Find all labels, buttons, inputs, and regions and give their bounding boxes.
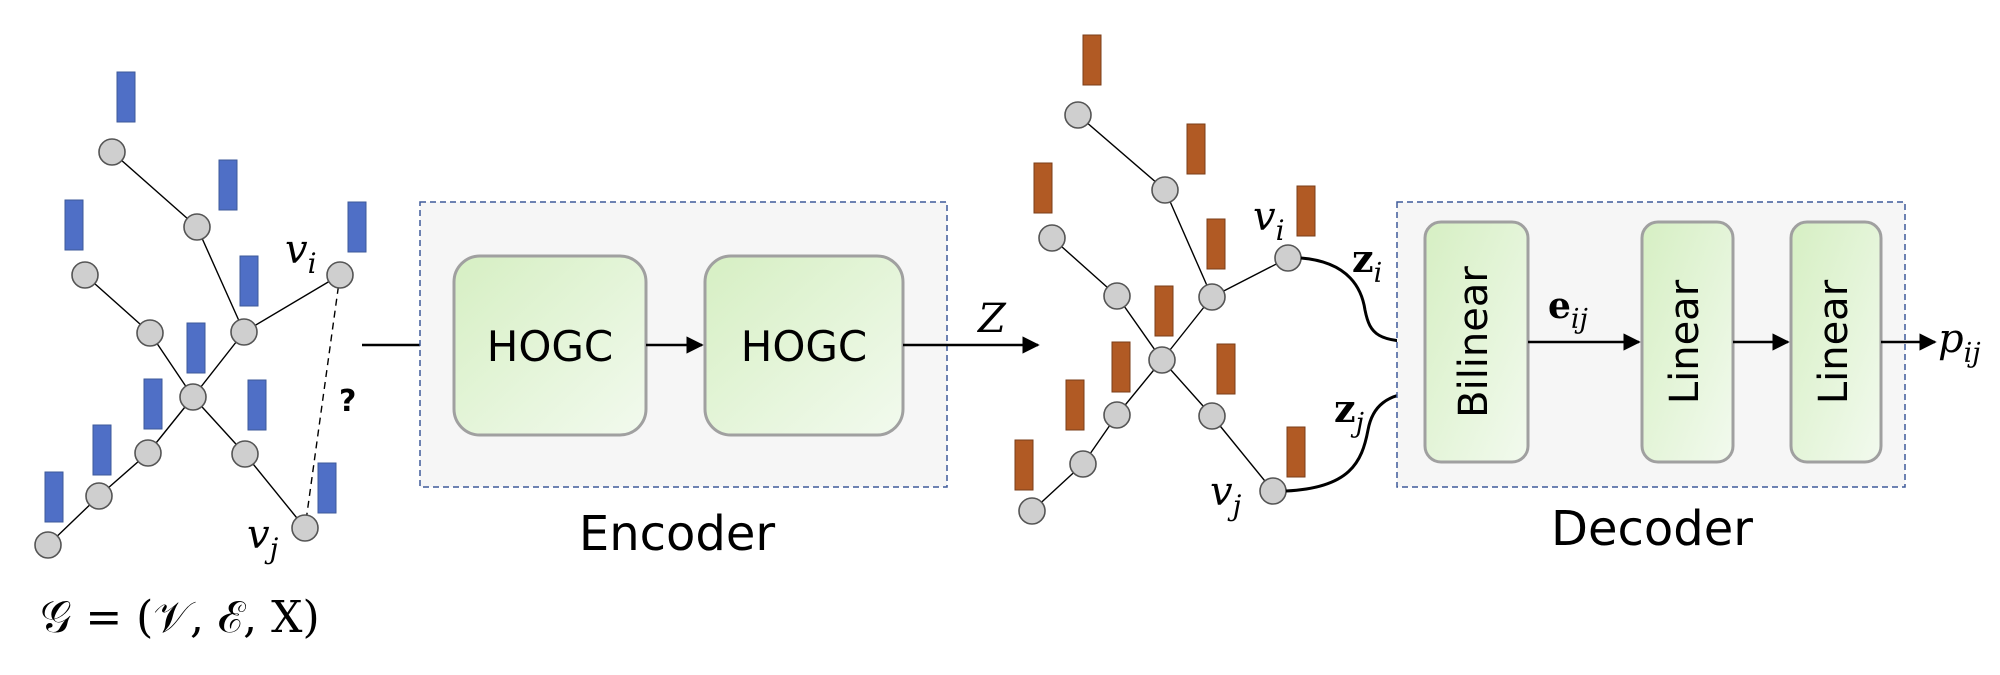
- bilinear-label: Bilinear: [1451, 266, 1497, 418]
- hogc-label-2: HOGC: [741, 322, 868, 371]
- hogc-label-1: HOGC: [487, 322, 614, 371]
- z-j-label: zj: [1334, 386, 1364, 439]
- input-node-j-label: vj: [247, 512, 279, 565]
- embedded-node-v-j: [1259, 477, 1287, 505]
- missing-edge-question-mark: ?: [339, 384, 356, 419]
- embedded-node-i-label: vi: [1253, 194, 1285, 247]
- z-j-curve: [1285, 381, 1428, 493]
- node-v-i: [326, 261, 354, 289]
- encoder-panel: HOGC HOGC Encoder: [419, 201, 948, 562]
- linear-label-1: Linear: [1662, 279, 1708, 404]
- node-v-j: [291, 514, 319, 542]
- embedded-node-j-label: vj: [1210, 469, 1242, 522]
- z-i-label: zi: [1352, 236, 1382, 289]
- embedded-nodes: [1018, 101, 1302, 525]
- embedded-node-v-i: [1274, 244, 1302, 272]
- decoder-title: Decoder: [1551, 501, 1753, 557]
- input-node-i-label: vi: [285, 227, 317, 280]
- graph-formula: 𝒢 = (𝒱, ℰ, X): [40, 592, 320, 643]
- output-label: pij: [1938, 316, 1981, 369]
- input-feature-vectors: [44, 71, 367, 523]
- z-label: Z: [976, 296, 1007, 342]
- output-feature-vectors: [1014, 34, 1316, 491]
- encoder-title: Encoder: [579, 506, 776, 562]
- decoder-panel: Bilinear eij Linear Linear Decoder: [1396, 201, 1906, 557]
- input-nodes: [34, 138, 354, 559]
- embedded-graph: vi vj: [1014, 34, 1316, 525]
- edge-embedding-label: eij: [1548, 285, 1588, 335]
- z-i-curve: [1300, 256, 1428, 353]
- input-graph: vi vj ? 𝒢 = (𝒱, ℰ, X): [34, 71, 367, 643]
- linear-label-2: Linear: [1811, 279, 1857, 404]
